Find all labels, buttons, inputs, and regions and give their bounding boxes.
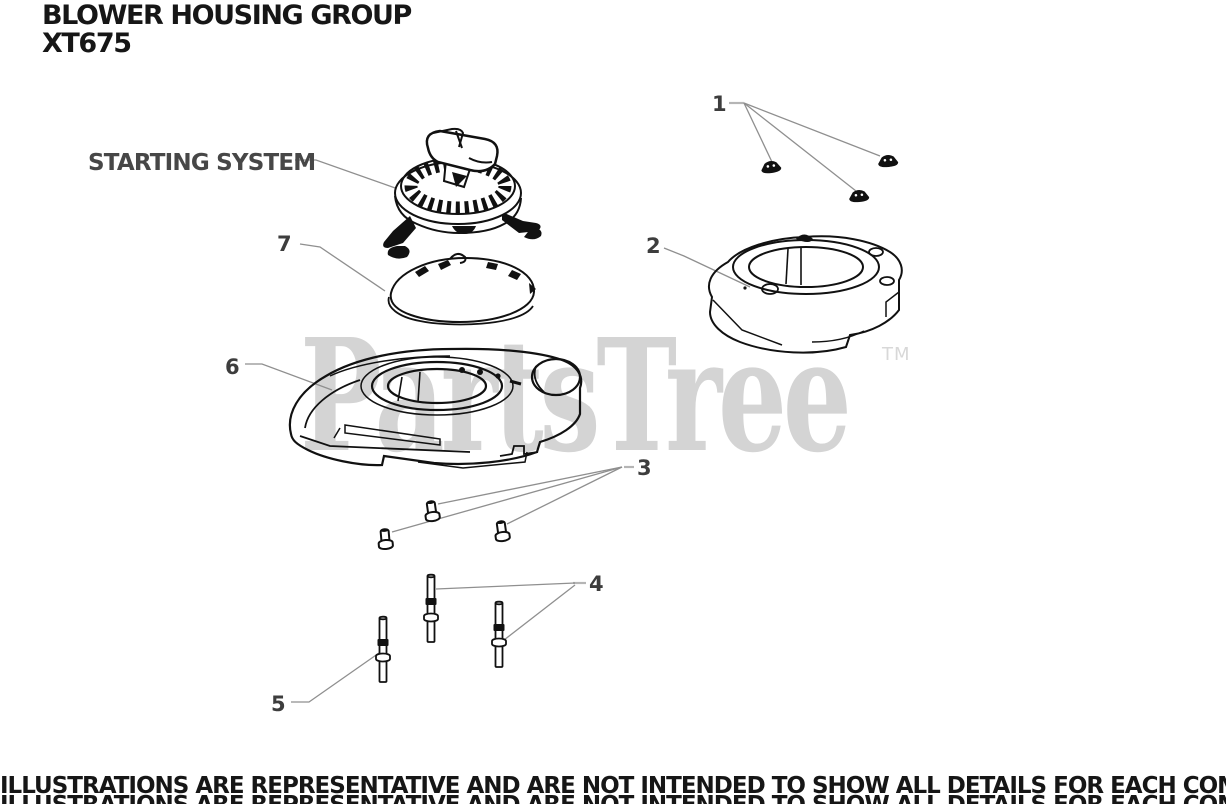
leader-line-7 (299, 243, 386, 292)
blower-housing-illustration (288, 347, 583, 469)
leader-lines (245, 101, 881, 703)
footer-disclaimer-clipped: ILLUSTRATIONS ARE REPRESENTATIVE AND ARE… (0, 794, 1226, 804)
callout-number-6: 6 (225, 355, 240, 379)
leader-line-6 (245, 363, 333, 391)
callout-number-2: 2 (646, 234, 661, 258)
recoil-starter-illustration (383, 127, 542, 259)
footer-disclaimer: ILLUSTRATIONS ARE REPRESENTATIVE AND ARE… (0, 773, 1226, 799)
leader-line-1a (743, 102, 773, 163)
leader-line-4a (435, 582, 576, 590)
header: BLOWER HOUSING GROUP XT675 (42, 0, 412, 59)
leader-line-1c (743, 102, 881, 157)
page-title: BLOWER HOUSING GROUP (42, 0, 412, 31)
leader-line-1b (743, 102, 857, 192)
leader-line-3b (391, 466, 623, 533)
callout-number-1: 1 (712, 92, 727, 116)
stud-illustration (375, 573, 507, 683)
leader-line-2 (663, 247, 751, 288)
starting-system-label: STARTING SYSTEM (88, 150, 316, 176)
callout-number-7: 7 (277, 232, 292, 256)
leader-line-5 (291, 652, 380, 703)
screw-illustration (377, 500, 511, 551)
model-subtitle: XT675 (42, 28, 132, 59)
nut-illustration (761, 155, 899, 203)
upper-housing-illustration (708, 234, 903, 354)
leader-line-starting-system (295, 159, 399, 190)
partstree-watermark: PartsTree (300, 304, 852, 487)
callout-number-4: 4 (589, 572, 604, 596)
callout-number-3: 3 (637, 456, 652, 480)
baffle-illustration (387, 253, 536, 326)
leader-line-4b (503, 584, 576, 641)
callout-number-5: 5 (271, 692, 286, 716)
leader-line-3c (506, 466, 623, 525)
trademark-symbol: TM (882, 344, 911, 365)
leader-line-3a (437, 466, 623, 505)
